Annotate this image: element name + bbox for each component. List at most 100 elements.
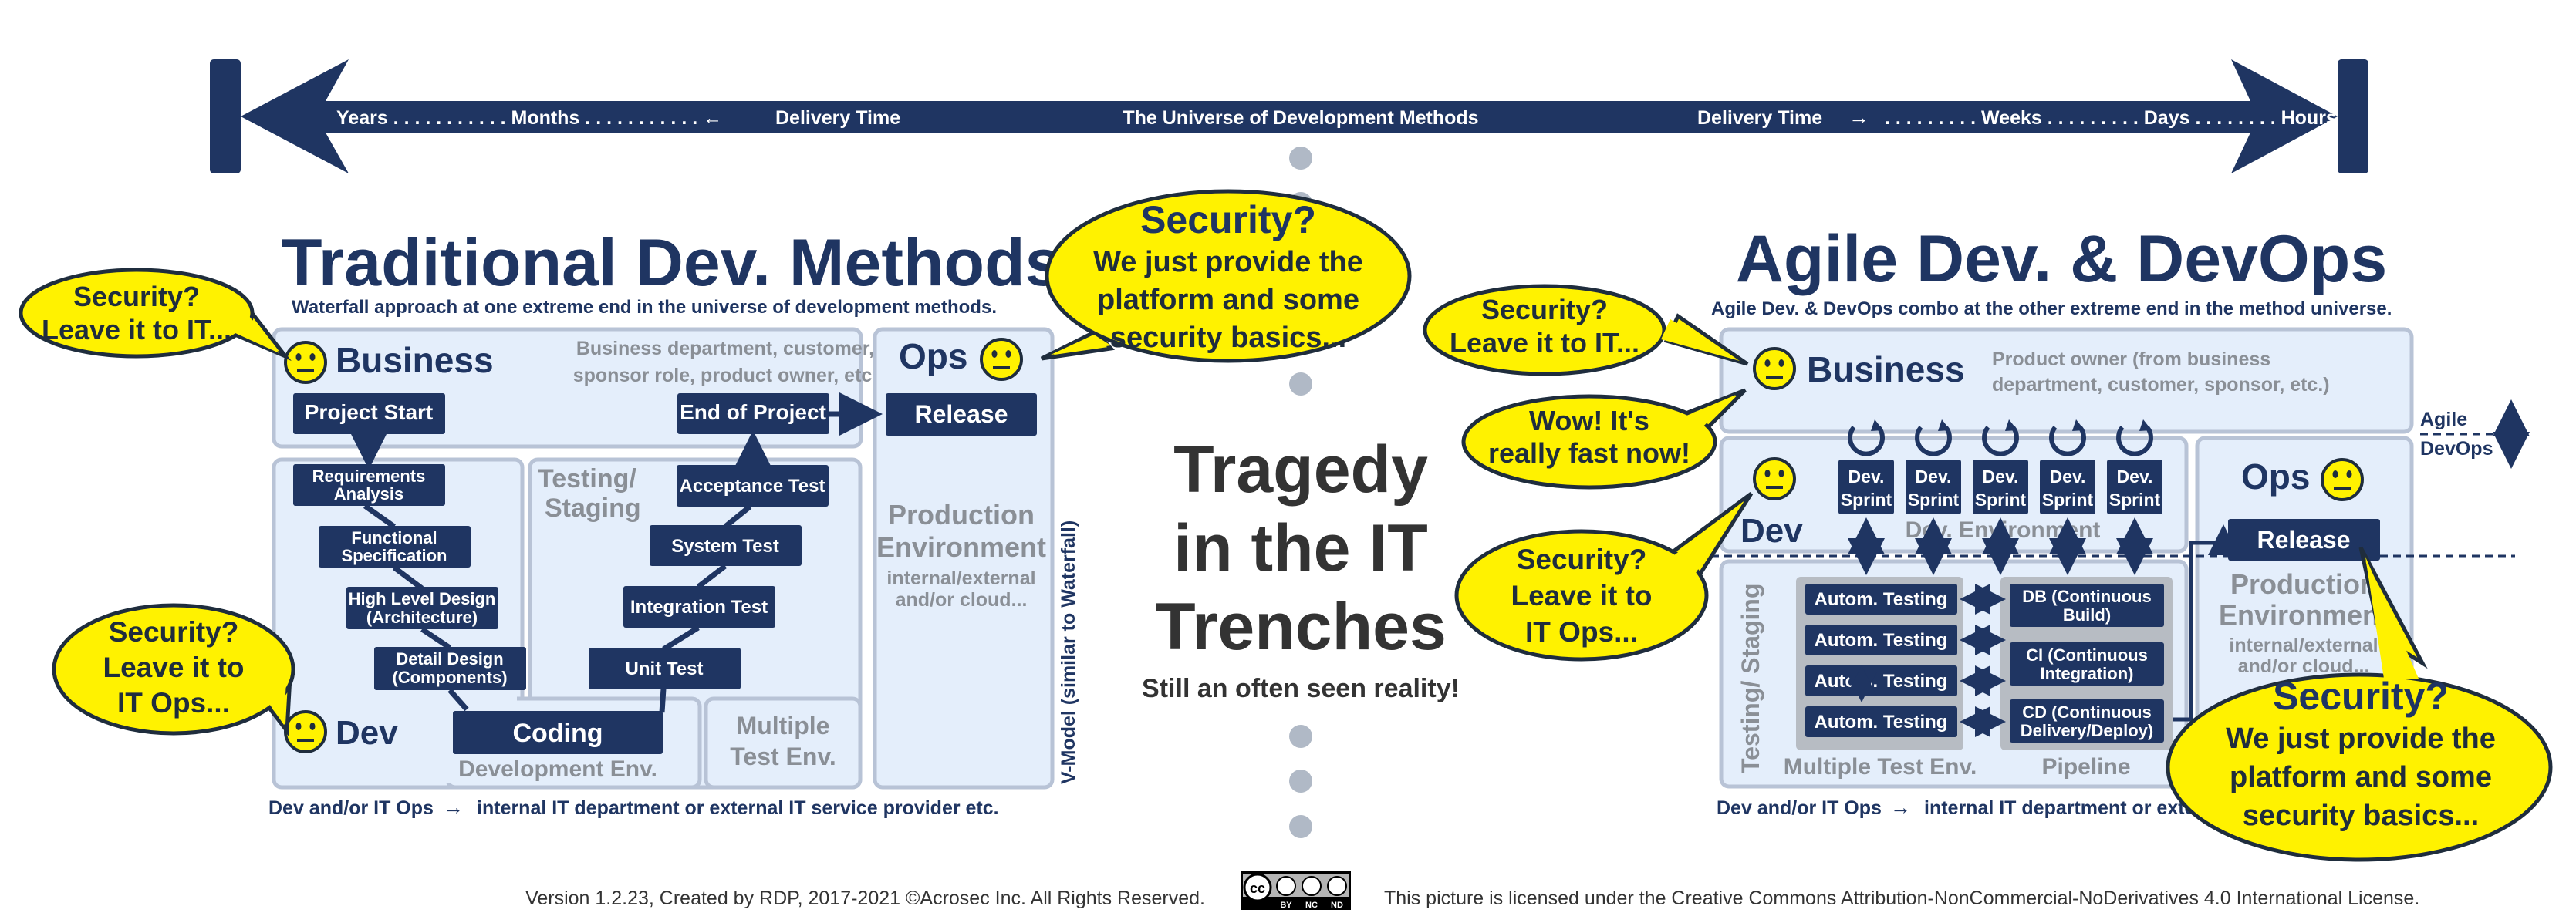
production-sub1: internal/external bbox=[886, 568, 1035, 589]
testing-staging-line2: Staging bbox=[545, 494, 641, 523]
unit-test-box: Unit Test bbox=[626, 659, 704, 679]
speech-bubble-2 bbox=[52, 603, 295, 736]
agile-business-desc2: department, customer, sponsor, etc.) bbox=[1992, 374, 2330, 396]
dev-sprint-1: Dev.Sprint bbox=[1838, 419, 1894, 575]
agile-footer-arrow: → bbox=[1890, 796, 1911, 819]
end-of-project-box: End of Project bbox=[680, 400, 826, 424]
dev-sprint-3: Dev.Sprint bbox=[1973, 419, 2028, 575]
integration-test-box: Integration Test bbox=[630, 597, 768, 618]
dev-env-label: Development Env. bbox=[458, 756, 657, 782]
legend-devops: DevOps bbox=[2420, 438, 2493, 460]
autom-testing-row-1: Autom. Testing bbox=[1805, 584, 2006, 615]
bubble-6-line3: IT Ops... bbox=[1525, 616, 1638, 648]
center-title-line2: in the IT bbox=[1173, 511, 1428, 585]
center-subtitle: Still an often seen reality! bbox=[1142, 674, 1460, 703]
agile-business-face-icon bbox=[1753, 347, 1796, 390]
bubble-1-line2: Leave it to IT... bbox=[42, 314, 231, 345]
agile-testing-staging: Testing/ Staging bbox=[1737, 583, 1764, 773]
business-desc-line2: sponsor role, product owner, etc. bbox=[573, 365, 878, 386]
acceptance-test-box: Acceptance Test bbox=[680, 476, 825, 497]
autom-testing-label: Autom. Testing bbox=[1815, 671, 1948, 692]
arrow-left-delivery: Delivery Time bbox=[775, 107, 900, 129]
business-face-icon bbox=[284, 341, 327, 384]
bubble-6-line2: Leave it to bbox=[1511, 580, 1653, 611]
production-line1: Production bbox=[888, 499, 1035, 531]
autom-testing-label: Autom. Testing bbox=[1815, 589, 1948, 610]
sprint-label-line1: Dev. bbox=[2050, 467, 2086, 487]
bubble-2-line3: IT Ops... bbox=[117, 687, 230, 719]
agile-subtitle: Agile Dev. & DevOps combo at the other e… bbox=[1711, 298, 2392, 319]
agile-production-line2: Environment bbox=[2219, 599, 2389, 631]
bubble-2-line1: Security? bbox=[109, 616, 239, 648]
vmodel-label: V-Model (similar to Waterfall) bbox=[1058, 520, 1079, 784]
sprint-label-line2: Sprint bbox=[2109, 490, 2161, 510]
v-step-4-line1: Detail Design bbox=[396, 649, 503, 669]
license-text: This picture is licensed under the Creat… bbox=[1384, 888, 2419, 909]
bubble-2-line2: Leave it to bbox=[103, 652, 245, 683]
pipeline-step-line1: DB (Continuous bbox=[2022, 587, 2151, 606]
svg-text:cc: cc bbox=[1250, 881, 1265, 896]
dev-sprint-5: Dev. Sprint bbox=[2107, 419, 2162, 575]
autom-testing-label: Autom. Testing bbox=[1815, 630, 1948, 651]
traditional-footer-arrow: → bbox=[443, 796, 464, 819]
production-sub2: and/or cloud... bbox=[896, 589, 1028, 611]
agile-production-sub1: internal/external bbox=[2229, 635, 2378, 656]
speech-bubble-4 bbox=[1423, 284, 1749, 376]
agile-dev-label: Dev bbox=[1740, 512, 1803, 550]
version-text: Version 1.2.23, Created by RDP, 2017-202… bbox=[525, 888, 1205, 909]
project-start-box: Project Start bbox=[305, 400, 434, 424]
v-step-2-line1: Functional bbox=[351, 528, 437, 547]
arrow-center-title: The Universe of Development Methods bbox=[1123, 107, 1478, 129]
ops-face-icon bbox=[980, 338, 1023, 381]
v-step-3-line2: (Architecture) bbox=[366, 608, 478, 627]
speech-bubble-5 bbox=[1461, 388, 1747, 490]
bubble-6-line1: Security? bbox=[1517, 544, 1647, 575]
bubble-3-title: Security? bbox=[1140, 198, 1316, 241]
arrow-right-scale: . . . . . . . . . Weeks . . . . . . . . … bbox=[1885, 107, 2337, 129]
bubble-7-line1: We just provide the bbox=[2226, 723, 2496, 755]
ops-label: Ops bbox=[899, 336, 967, 376]
v-step-1-line2: Analysis bbox=[334, 484, 404, 504]
autom-testing-label: Autom. Testing bbox=[1815, 712, 1948, 733]
autom-testing-row-4: Autom. Testing bbox=[1805, 706, 2006, 737]
sprint-label-line2: Sprint bbox=[1841, 490, 1892, 510]
bubble-3-line2: platform and some bbox=[1097, 284, 1359, 316]
speech-bubble-3 bbox=[1040, 189, 1412, 363]
bubble-5-line2: really fast now! bbox=[1488, 437, 1690, 469]
v-model-lines bbox=[347, 392, 883, 713]
bubble-4-line2: Leave it to IT... bbox=[1450, 327, 1639, 359]
speech-bubble-6 bbox=[1454, 491, 1754, 662]
agile-footer-left: Dev and/or IT Ops bbox=[1717, 797, 1882, 819]
bubble-3-line3: security basics... bbox=[1110, 322, 1346, 354]
bubble-4-line1: Security? bbox=[1481, 294, 1608, 325]
sprints: Dev.SprintDev.SprintDev.SprintDev.Sprint… bbox=[1838, 419, 2162, 575]
traditional-title: Traditional Dev. Methods bbox=[282, 226, 1062, 300]
bubble-5-line1: Wow! It's bbox=[1529, 405, 1649, 436]
pipeline-step-line2: Integration) bbox=[2041, 664, 2134, 683]
pipeline-arrows bbox=[1846, 524, 2239, 722]
bubble-1-line1: Security? bbox=[73, 281, 200, 312]
agile-ops-label: Ops bbox=[2241, 456, 2310, 497]
agile-business-desc1: Product owner (from business bbox=[1992, 349, 2270, 370]
sprint-label-line1: Dev. bbox=[2117, 467, 2153, 487]
agile-ops-face-icon bbox=[2321, 458, 2364, 501]
dev-sprint-4: Dev.Sprint bbox=[2040, 419, 2095, 575]
sprint-label-line2: Sprint bbox=[1975, 490, 2027, 510]
autom-testing-row-2: Autom. Testing bbox=[1805, 625, 2006, 655]
v-step-4-line2: (Components) bbox=[392, 668, 507, 687]
arrow-right-sign: → bbox=[1848, 106, 1869, 129]
multi-test-line1: Multiple bbox=[737, 712, 830, 739]
multi-test-panel bbox=[704, 696, 863, 790]
dev-sprint-2: Dev.Sprint bbox=[1906, 419, 1961, 575]
dev-face-icon bbox=[284, 710, 327, 753]
pipeline-step-line1: CI (Continuous bbox=[2026, 645, 2148, 665]
business-desc-line1: Business department, customer, bbox=[576, 338, 874, 359]
testing-staging-line1: Testing/ bbox=[538, 464, 636, 494]
business-label: Business bbox=[336, 340, 494, 380]
agile-dev-face-icon bbox=[1753, 457, 1796, 500]
